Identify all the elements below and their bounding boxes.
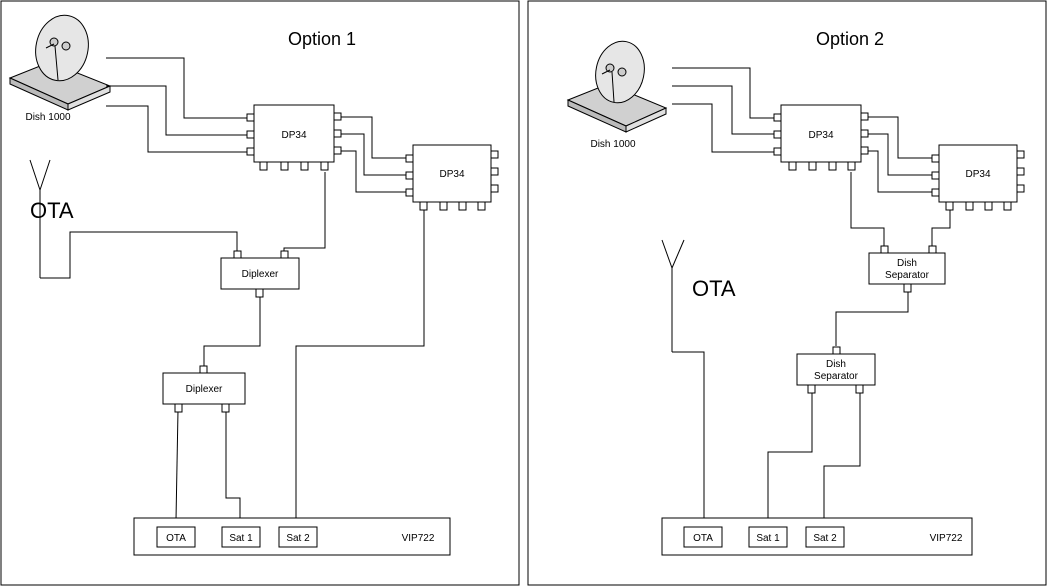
dish-separator-b-line1: Dish bbox=[826, 359, 846, 370]
option-2-panel: Option 2 Dish 1000 OTA bbox=[527, 0, 1047, 586]
port-sat1 bbox=[221, 526, 261, 548]
receiver-vip722: OTA Sat 1 Sat 2 VIP722 bbox=[661, 517, 973, 556]
port-ota-label: OTA bbox=[166, 533, 186, 544]
antenna-icon bbox=[29, 159, 51, 278]
port-sat1-label: Sat 1 bbox=[229, 533, 253, 544]
satellite-dish-icon bbox=[8, 14, 112, 111]
dp34-a-label: DP34 bbox=[281, 130, 306, 141]
dp34-b-label: DP34 bbox=[965, 169, 990, 180]
receiver-vip722: OTA Sat 1 Sat 2 VIP722 bbox=[133, 517, 451, 556]
option-1-title: Option 1 bbox=[288, 29, 356, 49]
receiver-label: VIP722 bbox=[402, 533, 435, 544]
dp34-switch-a: DP34 bbox=[773, 104, 869, 171]
dp34-switch-b: DP34 bbox=[931, 144, 1025, 211]
ota-label: OTA bbox=[692, 276, 736, 301]
dp34-switch-a: DP34 bbox=[246, 104, 342, 171]
diplexer-a: Diplexer bbox=[220, 250, 300, 298]
dp34-switch-b: DP34 bbox=[405, 144, 499, 211]
dish-label: Dish 1000 bbox=[590, 139, 635, 150]
dp34-a-label: DP34 bbox=[808, 130, 833, 141]
diplexer-b-label: Diplexer bbox=[186, 384, 223, 395]
dish-separator-a: Dish Separator bbox=[868, 245, 946, 293]
port-ota bbox=[683, 526, 723, 548]
dp34-b-label: DP34 bbox=[439, 169, 464, 180]
port-ota-label: OTA bbox=[693, 533, 713, 544]
dish-separator-b-line2: Separator bbox=[814, 371, 859, 382]
port-sat2-label: Sat 2 bbox=[813, 533, 837, 544]
port-sat2 bbox=[278, 526, 318, 548]
dish-separator-b: Dish Separator bbox=[796, 346, 876, 394]
dish-separator-a-line1: Dish bbox=[897, 258, 917, 269]
ota-label: OTA bbox=[30, 198, 74, 223]
dish-separator-a-line2: Separator bbox=[885, 270, 930, 281]
receiver-label: VIP722 bbox=[930, 533, 963, 544]
dish-label: Dish 1000 bbox=[25, 112, 70, 123]
antenna-icon bbox=[661, 239, 685, 352]
cable-lines bbox=[672, 67, 951, 520]
satellite-dish-icon bbox=[566, 40, 668, 133]
port-sat1-label: Sat 1 bbox=[756, 533, 780, 544]
option-2-title: Option 2 bbox=[816, 29, 884, 49]
port-ota bbox=[156, 526, 196, 548]
diplexer-b: Diplexer bbox=[162, 365, 246, 413]
option-1-panel: Option 1 Dish 1000 OTA bbox=[0, 0, 520, 586]
cable-lines bbox=[40, 57, 425, 521]
diplexer-a-label: Diplexer bbox=[242, 269, 279, 280]
port-sat2 bbox=[805, 526, 845, 548]
port-sat1 bbox=[748, 526, 788, 548]
port-sat2-label: Sat 2 bbox=[286, 533, 310, 544]
